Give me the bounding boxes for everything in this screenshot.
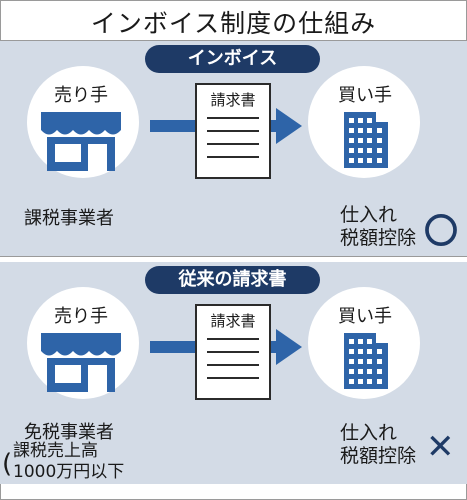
invoice-system-panel: インボイス 売り手 課税事業者 請求書 買い手 仕入れ 税額控除 [0, 41, 467, 263]
conventional-invoice-banner: 従来の請求書 [145, 266, 320, 294]
arrow-head [276, 108, 302, 144]
invoice-document-icon: 請求書 [195, 304, 271, 400]
office-building-icon [344, 112, 388, 168]
document-line [207, 130, 259, 132]
document-line [207, 143, 259, 145]
result-line1: 仕入れ [340, 204, 398, 226]
seller-note-line1: 課税売上高 [13, 441, 98, 461]
document-line [207, 156, 259, 158]
result-line1: 仕入れ [340, 422, 398, 444]
buyer-label: 買い手 [338, 306, 392, 327]
title-divider [0, 40, 467, 41]
panel-divider [0, 256, 467, 263]
diagram-title: インボイス制度の仕組み [90, 9, 377, 38]
document-line [207, 117, 259, 119]
seller-label: 売り手 [54, 85, 108, 106]
document-label: 請求書 [210, 312, 256, 330]
arrow-head [276, 329, 302, 365]
invoice-banner: インボイス [145, 45, 320, 73]
document-line [207, 338, 259, 340]
buyer-label: 買い手 [338, 85, 392, 106]
seller-type: 課税事業者 [24, 208, 114, 229]
invoice-document-icon: 請求書 [195, 83, 271, 179]
seller-type: 免税事業者 [24, 422, 114, 443]
office-building-icon [344, 333, 388, 389]
document-label: 請求書 [210, 91, 256, 109]
result-line2: 税額控除 [340, 227, 417, 249]
conventional-invoice-panel: 従来の請求書 売り手 免税事業者 ( 課税売上高 1000万円以下 請求書 買い… [0, 262, 467, 484]
circle-mark-icon: 〇 [424, 212, 458, 252]
document-line [207, 377, 259, 379]
seller-note: 課税売上高 1000万円以下 [13, 441, 124, 483]
result-line2: 税額控除 [340, 445, 417, 467]
seller-label: 売り手 [54, 306, 108, 327]
cross-mark-icon: ✕ [426, 427, 455, 467]
shop-icon [41, 112, 121, 171]
open-paren: ( [2, 449, 13, 479]
tax-credit-result: 仕入れ 税額控除 [340, 422, 416, 468]
document-line [207, 364, 259, 366]
tax-credit-result: 仕入れ 税額控除 [340, 204, 416, 250]
seller-note-line2: 1000万円以下 [13, 462, 125, 482]
document-line [207, 351, 259, 353]
shop-icon [41, 333, 121, 392]
